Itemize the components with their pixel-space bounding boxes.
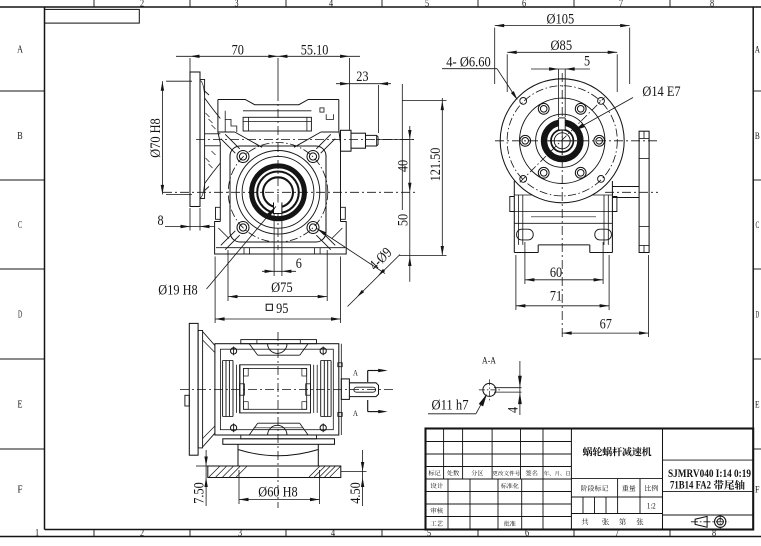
svg-text:55.10: 55.10	[301, 43, 329, 59]
svg-text:6: 6	[296, 256, 303, 272]
svg-text:4.50: 4.50	[348, 482, 364, 503]
svg-text:D: D	[755, 310, 759, 320]
svg-text:1:2: 1:2	[647, 501, 656, 511]
svg-text:6: 6	[525, 528, 529, 539]
svg-text:A: A	[755, 45, 761, 55]
svg-text:71B14 FA2: 71B14 FA2	[670, 480, 711, 492]
svg-text:F: F	[18, 485, 23, 496]
svg-text:1: 1	[35, 528, 39, 539]
svg-text:4: 4	[331, 528, 335, 539]
svg-text:Ø60 H8: Ø60 H8	[258, 485, 297, 501]
svg-text:C: C	[755, 220, 759, 230]
svg-text:50: 50	[395, 214, 411, 226]
svg-text:71: 71	[550, 288, 562, 304]
svg-text:Ø70 H8: Ø70 H8	[148, 118, 164, 157]
svg-text:5: 5	[427, 528, 431, 539]
svg-text:4- Ø6.60: 4- Ø6.60	[446, 55, 490, 71]
svg-text:Ø14 E7: Ø14 E7	[642, 84, 681, 100]
svg-text:23: 23	[356, 69, 368, 85]
svg-text:A-A: A-A	[482, 357, 496, 367]
svg-text:3: 3	[234, 0, 238, 9]
svg-text:40: 40	[395, 160, 411, 172]
svg-text:5: 5	[425, 0, 429, 9]
svg-text:B: B	[17, 131, 23, 142]
svg-text:C: C	[18, 220, 22, 231]
svg-text:3: 3	[238, 528, 242, 539]
svg-text:A: A	[353, 368, 359, 378]
svg-text:7: 7	[619, 0, 623, 9]
svg-text:Ø19 H8: Ø19 H8	[158, 282, 197, 298]
svg-text:Ø85: Ø85	[551, 38, 573, 54]
svg-text:4: 4	[506, 407, 522, 414]
svg-text:2: 2	[140, 0, 144, 9]
svg-text:E: E	[18, 400, 23, 411]
svg-text:A: A	[17, 45, 23, 56]
svg-text:70: 70	[232, 43, 244, 59]
svg-text:4: 4	[329, 0, 333, 9]
svg-text:121.50: 121.50	[428, 148, 444, 182]
svg-text:F: F	[755, 485, 760, 495]
svg-text:8: 8	[157, 213, 163, 229]
svg-text:B: B	[755, 131, 760, 141]
svg-text:D: D	[18, 310, 22, 321]
svg-text:Ø11 h7: Ø11 h7	[432, 398, 469, 414]
svg-text:2: 2	[140, 528, 144, 539]
svg-text:67: 67	[600, 316, 613, 332]
svg-text:95: 95	[276, 301, 288, 317]
svg-text:7.50: 7.50	[192, 482, 208, 503]
svg-text:5: 5	[584, 53, 590, 69]
svg-text:8: 8	[710, 0, 714, 9]
svg-text:A: A	[353, 408, 359, 418]
svg-text:Ø75: Ø75	[271, 280, 293, 296]
svg-text:6: 6	[522, 0, 526, 9]
svg-text:60: 60	[550, 265, 562, 281]
svg-text:7: 7	[615, 528, 619, 539]
svg-text:8: 8	[712, 528, 716, 539]
svg-text:Ø105: Ø105	[547, 11, 575, 27]
svg-text:SJMRV040 I:14 0:19: SJMRV040 I:14 0:19	[668, 468, 751, 480]
svg-text:E: E	[755, 400, 760, 410]
